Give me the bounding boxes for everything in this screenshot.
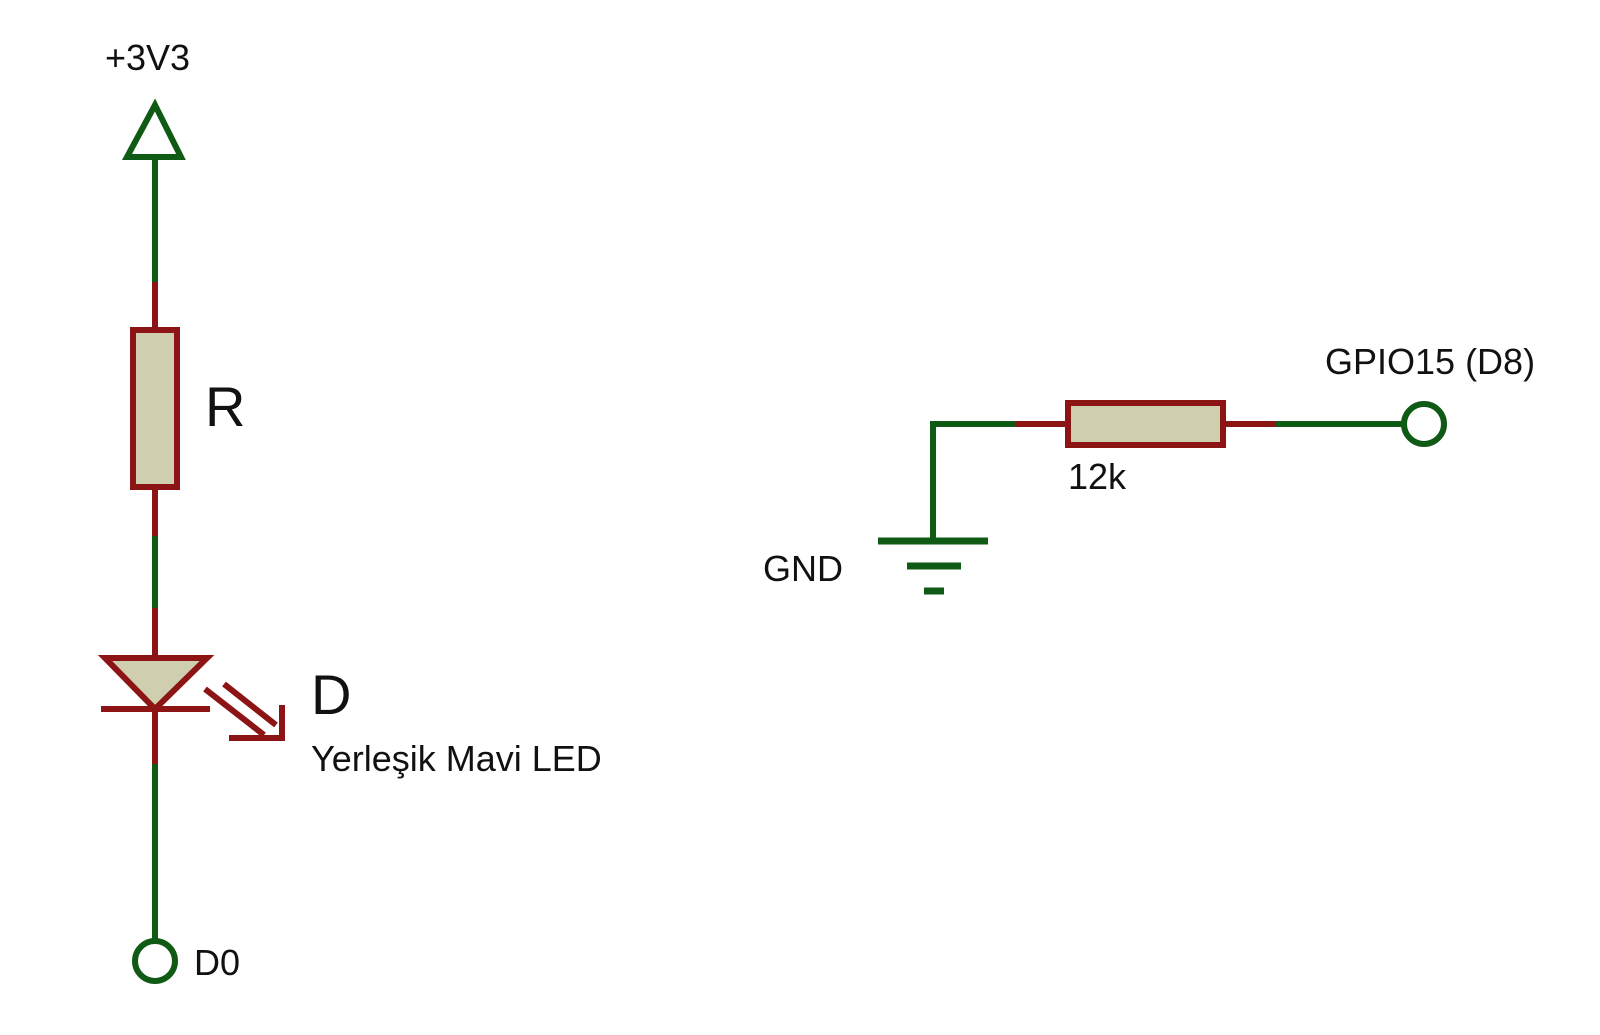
power-supply-arrow-icon	[121, 98, 186, 160]
resistor-r-body	[130, 327, 180, 490]
led-diode-body	[97, 655, 215, 714]
led-value-label: Yerleşik Mavi LED	[311, 738, 602, 779]
ground-symbol-icon	[878, 537, 988, 595]
pulldown-circuit	[878, 400, 1447, 595]
led-ref-label: D	[311, 663, 351, 726]
d0-terminal-label: D0	[194, 942, 240, 983]
resistor-12k-body	[1065, 400, 1226, 448]
wire-ground-to-resistor	[930, 421, 1016, 541]
light-emission-icon	[203, 681, 285, 741]
d0-terminal-icon	[132, 938, 178, 984]
gpio15-terminal-icon	[1401, 401, 1447, 447]
pulldown-value-label: 12k	[1068, 456, 1127, 497]
gpio15-terminal-label: GPIO15 (D8)	[1325, 341, 1535, 382]
ground-label: GND	[763, 548, 843, 589]
resistor-ref-label: R	[205, 375, 245, 438]
led-circuit	[97, 98, 285, 984]
supply-label: +3V3	[105, 37, 190, 78]
